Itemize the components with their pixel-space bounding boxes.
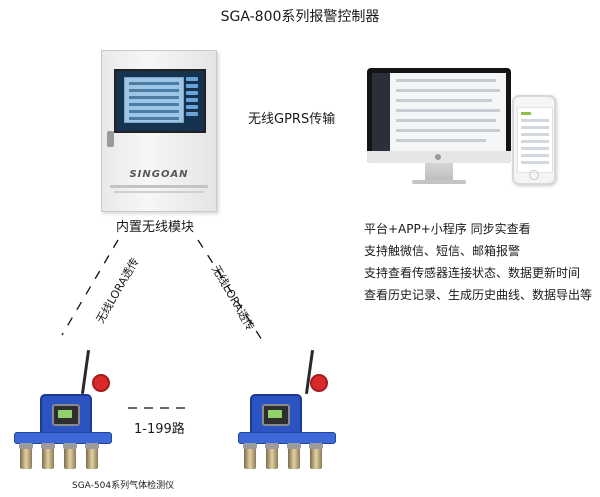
lora-link-right — [197, 239, 263, 341]
gas-detector-left — [14, 350, 114, 472]
platform-screen — [372, 73, 506, 151]
feature-line-3: 支持查看传感器连接状态、数据更新时间 — [364, 266, 581, 280]
channel-range-label: 1-199路 — [134, 422, 185, 437]
phone-app-screen — [517, 107, 553, 173]
feature-line-4: 查看历史记录、生成历史曲线、数据导出等 — [364, 288, 593, 302]
lora-link-left — [61, 239, 119, 336]
smartphone — [512, 95, 556, 185]
controller-brand-logo: SINGOAN — [129, 169, 189, 180]
feature-line-2: 支持触微信、短信、邮箱报警 — [364, 244, 521, 258]
alarm-controller-cabinet: SINGOAN — [101, 50, 217, 212]
detector-head — [40, 394, 92, 436]
home-button-icon — [529, 170, 539, 180]
controller-keypad — [186, 77, 200, 119]
detector-caption: SGA-504系列气体检测仪 — [72, 481, 175, 491]
cabinet-nameplate — [110, 185, 208, 188]
monitor-stand — [425, 163, 453, 181]
cabinet-nameplate-line — [114, 191, 204, 193]
controller-lcd — [124, 77, 184, 123]
monitor-foot — [412, 180, 466, 184]
desktop-monitor — [367, 68, 511, 163]
lock-icon — [107, 131, 114, 147]
platform-sidebar — [372, 73, 390, 151]
gprs-transmission-label: 无线GPRS传输 — [248, 112, 336, 127]
apple-logo-icon — [435, 154, 441, 160]
diagram-title: SGA-800系列报警控制器 — [220, 9, 380, 25]
alarm-lamp-icon — [310, 374, 328, 392]
detector-head — [250, 394, 302, 436]
alarm-lamp-icon — [92, 374, 110, 392]
controller-caption: 内置无线模块 — [116, 220, 195, 235]
controller-screen — [114, 69, 206, 133]
gas-detector-right — [238, 350, 338, 472]
feature-line-1: 平台+APP+小程序 同步实查看 — [364, 222, 531, 236]
